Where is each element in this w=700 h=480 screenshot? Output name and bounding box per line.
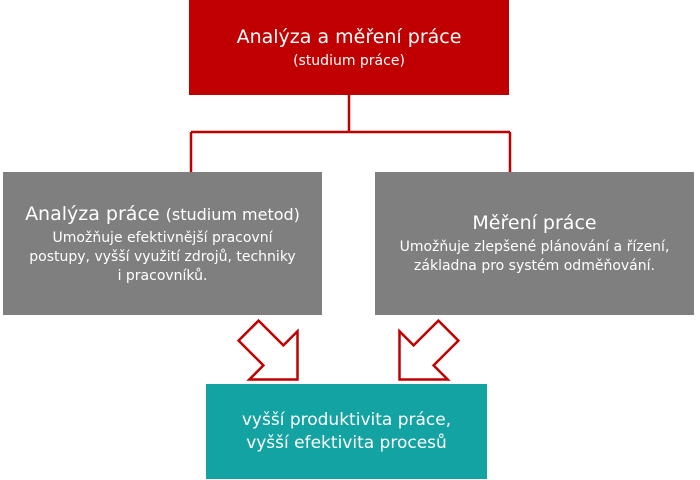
left-box-title-line: Analýza práce (studium metod) — [25, 202, 300, 227]
top-box-subtitle: (studium práce) — [293, 52, 405, 69]
left-box-description: Umožňuje efektivnější pracovní postupy, … — [29, 229, 295, 286]
work-measurement-box: Měření práce Umožňuje zlepšené plánování… — [375, 172, 694, 315]
work-analysis-measurement-box: Analýza a měření práce (studium práce) — [189, 0, 509, 95]
right-box-line: základna pro systém odměňování. — [414, 258, 655, 274]
result-text: vyšší produktivita práce, vyšší efektivi… — [242, 409, 451, 455]
left-box-line: i pracovníků. — [117, 267, 208, 284]
result-box: vyšší produktivita práce, vyšší efektivi… — [206, 384, 487, 479]
right-box-title: Měření práce — [472, 212, 597, 234]
tree-connector — [189, 95, 512, 172]
left-box-line: Umožňuje efektivnější pracovní — [52, 229, 273, 246]
right-box-line: Umožňuje zlepšené plánování a řízení, — [399, 239, 670, 255]
work-analysis-box: Analýza práce (studium metod) Umožňuje e… — [3, 172, 322, 315]
left-box-title-suffix: (studium metod) — [165, 204, 300, 224]
arrow-right-to-result — [398, 318, 461, 381]
left-box-title: Analýza práce — [25, 202, 160, 225]
result-line: vyšší efektivita procesů — [246, 432, 447, 453]
right-box-description: Umožňuje zlepšené plánování a řízení, zá… — [400, 238, 670, 276]
arrow-left-to-result — [236, 318, 299, 381]
top-box-title: Analýza a měření práce — [236, 25, 462, 48]
left-box-line: postupy, vyšší využití zdrojů, techniky — [29, 248, 296, 265]
result-line: vyšší produktivita práce, — [241, 409, 452, 430]
